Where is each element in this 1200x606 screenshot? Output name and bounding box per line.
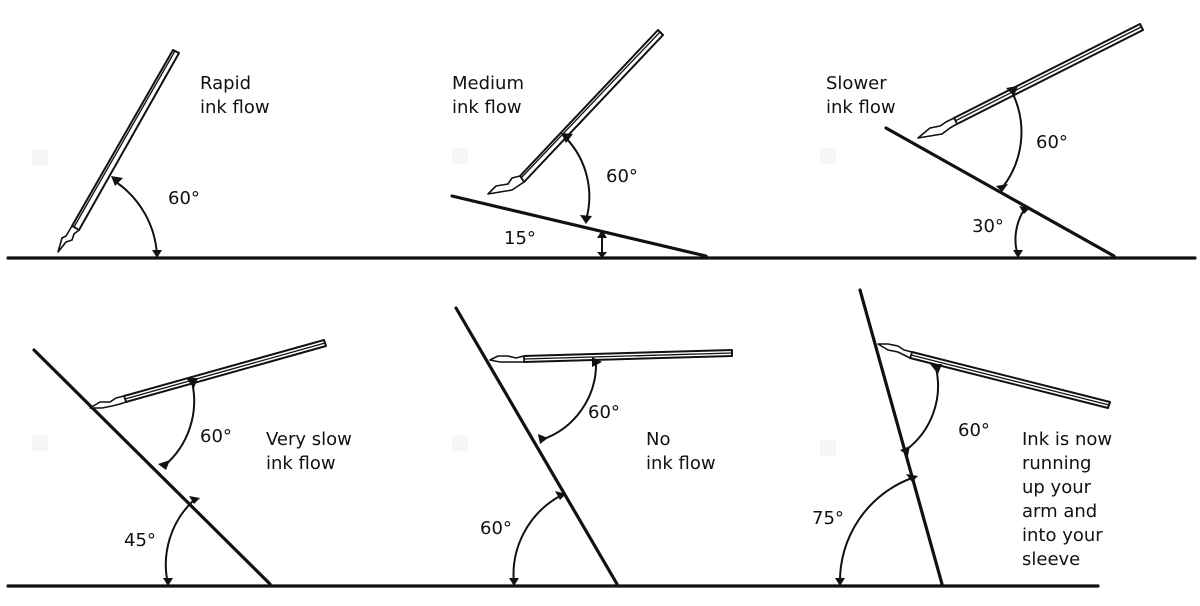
pen-slower: [917, 23, 1144, 139]
paper-line-medium: [450, 194, 708, 258]
pen-no: [489, 349, 733, 363]
angle-label-pen-rapid: 60°: [168, 188, 200, 209]
caption-slower: Slower ink flow: [826, 73, 896, 118]
caption-reverse: Ink is now running up your arm and into …: [1022, 429, 1113, 570]
paper-line-no: [454, 306, 619, 586]
arc-paper-angle-no: [509, 491, 566, 586]
angle-label-paper-very-slow: 45°: [124, 530, 156, 551]
background-mark: [452, 148, 468, 164]
arc-pen-angle-medium: [561, 133, 592, 224]
angle-label-pen-reverse: 60°: [958, 420, 990, 441]
pen-very-slow: [89, 339, 327, 409]
arc-paper-angle-very-slow: [163, 496, 200, 586]
pen-reverse: [877, 343, 1111, 409]
paper-line-very-slow: [32, 348, 272, 586]
caption-medium: Medium ink flow: [452, 73, 524, 118]
angle-label-pen-very-slow: 60°: [200, 426, 232, 447]
angle-label-paper-reverse: 75°: [812, 508, 844, 529]
angle-label-paper-medium: 15°: [504, 228, 536, 249]
arc-pen-angle-reverse: [900, 364, 942, 456]
arc-paper-angle-slower: [1013, 206, 1030, 258]
background-mark: [820, 440, 836, 456]
pen-rapid: [57, 49, 180, 253]
paper-line-slower: [884, 126, 1116, 258]
arc-pen-angle-very-slow: [158, 378, 198, 470]
background-mark: [452, 435, 468, 451]
background-mark: [820, 148, 836, 164]
angle-label-pen-no: 60°: [588, 402, 620, 423]
background-mark: [32, 435, 48, 451]
paper-line-reverse: [858, 288, 944, 586]
caption-no: No ink flow: [646, 429, 716, 474]
angle-label-paper-no: 60°: [480, 518, 512, 539]
angle-label-paper-slower: 30°: [972, 216, 1004, 237]
pen-medium: [487, 29, 664, 195]
arc-pen-angle-slower: [996, 86, 1023, 192]
arc-paper-angle-reverse: [835, 474, 918, 586]
caption-rapid: Rapid ink flow: [200, 73, 270, 118]
angle-label-pen-medium: 60°: [606, 166, 638, 187]
arc-paper-angle-medium: [597, 230, 607, 258]
background-mark: [32, 150, 48, 166]
arc-pen-angle-no: [538, 357, 602, 444]
angle-label-pen-slower: 60°: [1036, 132, 1068, 153]
arc-pen-angle-rapid: [111, 176, 162, 258]
caption-very-slow: Very slow ink flow: [266, 429, 352, 474]
